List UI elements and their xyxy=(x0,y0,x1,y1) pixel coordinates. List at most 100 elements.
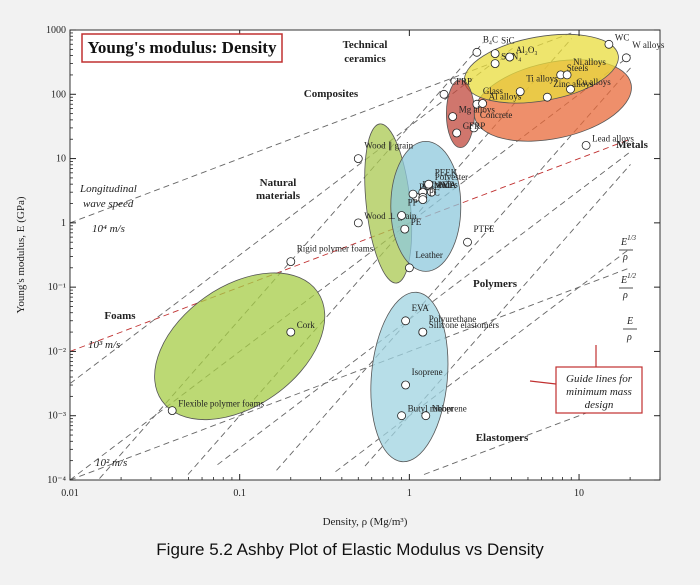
guide-note-1: Guide lines for xyxy=(566,373,633,385)
material-label-pet: PET xyxy=(438,180,455,190)
material-label-concrete: Concrete xyxy=(480,110,512,120)
wave-speed-label: wave speed xyxy=(83,198,134,210)
guide-line-e-1-2-1 xyxy=(217,151,631,466)
material-point-ptfe xyxy=(463,237,472,247)
y-tick-label-10: 10⁻¹ xyxy=(48,282,66,293)
material-label-ti-alloys: Ti alloys xyxy=(526,74,558,84)
material-label-sic: SiC xyxy=(501,36,515,46)
y-tick-label-10: 10⁻² xyxy=(48,346,66,357)
y-tick-label-10: 10⁻⁴ xyxy=(47,475,66,486)
guide-line-e-1-2-3 xyxy=(69,47,513,384)
material-point-sic xyxy=(490,49,500,58)
material-point-polyurethane xyxy=(418,327,428,337)
material-label-wood-grain: Wood ⊥ grain xyxy=(364,211,417,221)
family-envelope-polymers xyxy=(390,140,462,272)
wave-speed-1e2: 10² m/s xyxy=(95,457,127,469)
material-label-polyurethane: Polyurethane xyxy=(429,314,477,324)
material-label-cfrp: CFRP xyxy=(450,76,472,86)
material-label-silicone-elastomers: Silicone elastomers xyxy=(429,320,500,330)
material-point-ps xyxy=(408,189,418,199)
chart-title-box xyxy=(81,33,283,63)
material-label-mg-alloys: Mg alloys xyxy=(459,105,496,115)
family-label-technical-ceramics-2: ceramics xyxy=(344,53,386,65)
x-tick-label-0-01: 0.01 xyxy=(61,488,79,499)
material-point-eva xyxy=(401,316,411,326)
svg-text:ρ: ρ xyxy=(622,252,628,263)
material-label-ni-alloys: Ni alloys xyxy=(573,57,606,67)
material-label-steels: Steels xyxy=(567,63,589,73)
material-label-al-alloys: Al alloys xyxy=(489,92,522,102)
material-label-rigid-polymer-foams: Rigid polymer foams xyxy=(297,244,374,254)
material-label-glass: Glass xyxy=(483,86,503,96)
svg-text:ρ: ρ xyxy=(622,290,628,301)
material-label-pmma: PMMA xyxy=(429,180,457,190)
material-label-cork: Cork xyxy=(297,320,316,330)
material-point-wc xyxy=(604,39,614,49)
material-label-wood-grain: Wood ∥ grain xyxy=(364,141,413,151)
material-label-w-alloys: W alloys xyxy=(632,40,665,50)
material-label-gfrp: GFRP xyxy=(463,121,486,131)
material-point-cfrp xyxy=(439,89,449,99)
guide-line-e-1-2-2 xyxy=(69,54,631,481)
material-label-pp: PP xyxy=(408,198,418,208)
material-point-ni-alloys xyxy=(562,70,572,80)
wave-speed-1e4: 10⁴ m/s xyxy=(92,223,125,235)
material-point-flexible-polymer-foams xyxy=(167,406,177,416)
material-point-concrete xyxy=(469,123,479,133)
material-point-gfrp xyxy=(452,128,462,138)
material-point-al-alloys xyxy=(478,99,488,108)
material-point-rigid-polymer-foams xyxy=(286,257,296,267)
family-label-natural-2: materials xyxy=(256,190,301,202)
family-envelope-elastomers xyxy=(370,291,449,463)
guide-note-2: minimum mass xyxy=(566,386,632,398)
x-tick-label-0-1: 0.1 xyxy=(233,488,246,499)
material-label-ps: PS xyxy=(419,182,429,192)
material-label-zinc-alloys: Zinc alloys xyxy=(553,79,594,89)
material-label-flexible-polymer-foams: Flexible polymer foams xyxy=(178,399,264,409)
material-label-pe: PE xyxy=(411,217,422,227)
material-label-polyester: Polyester xyxy=(435,172,469,182)
material-point-pp xyxy=(397,211,407,220)
family-label-metals: Metals xyxy=(616,139,648,151)
guide-arrow-1 xyxy=(529,380,557,385)
family-label-polymers: Polymers xyxy=(473,278,518,290)
svg-text:ρ: ρ xyxy=(626,332,632,343)
svg-text:E: E xyxy=(626,316,633,327)
family-label-natural-1: Natural xyxy=(260,177,297,189)
material-label-pc: PC xyxy=(429,188,440,198)
material-point-zinc-alloys xyxy=(542,92,552,102)
guide-label-e1: E ρ xyxy=(623,316,637,343)
material-label-neoprene: Neoprene xyxy=(432,404,467,414)
material-label-epoxies: Epoxies xyxy=(429,179,458,189)
material-point-cu-alloys xyxy=(566,84,575,94)
material-point-isoprene xyxy=(401,380,411,390)
y-tick-label-1: 1 xyxy=(61,218,66,229)
chart-title: Young's modulus: Density xyxy=(88,38,277,57)
y-tick-label-1000: 1000 xyxy=(46,25,66,36)
material-point-ti-alloys xyxy=(515,87,525,96)
material-label-leather: Leather xyxy=(415,250,442,260)
figure-caption: Figure 5.2 Ashby Plot of Elastic Modulus… xyxy=(156,540,544,559)
material-point-pe xyxy=(400,224,410,234)
material-label-ptfe: PTFE xyxy=(474,224,496,234)
material-label-wc: WC xyxy=(615,32,630,42)
y-tick-label-10: 10 xyxy=(56,154,66,165)
material-point-mg-alloys xyxy=(448,112,458,121)
material-label-eva: EVA xyxy=(412,303,430,313)
material-point-neoprene xyxy=(421,411,431,421)
material-point-lead-alloys xyxy=(581,140,591,150)
y-tick-label-10: 10⁻³ xyxy=(48,411,66,422)
material-label-b-c: B₄C xyxy=(483,34,498,44)
material-label-peek: PEEK xyxy=(435,168,458,178)
material-label-lead-alloys: Lead alloys xyxy=(592,133,634,143)
longitudinal-label: Longitudinal xyxy=(79,183,137,195)
material-point-cork xyxy=(286,327,296,337)
material-point-butyl-rubber xyxy=(397,411,407,421)
material-point-wood-grain xyxy=(353,154,363,164)
guide-note-box xyxy=(555,366,643,414)
x-tick-label-1: 1 xyxy=(407,488,412,499)
family-envelope-foams xyxy=(154,272,326,421)
